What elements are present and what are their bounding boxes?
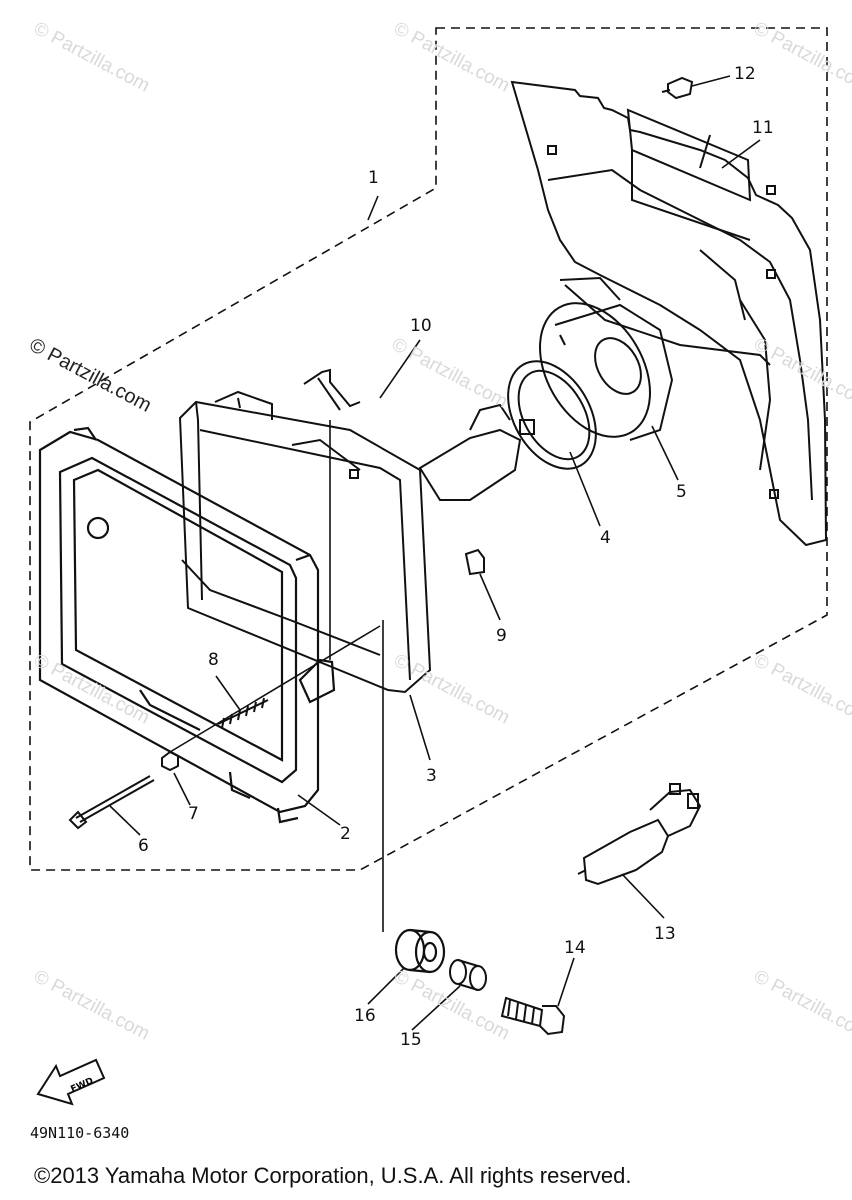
- callout-14: 14: [564, 938, 586, 958]
- leader-10: [379, 339, 421, 399]
- callout-4: 4: [600, 528, 611, 548]
- spring-clip-part-10: [303, 368, 361, 411]
- leader-14: [557, 957, 575, 1007]
- leader-12: [691, 75, 731, 87]
- callout-7: 7: [188, 804, 199, 824]
- leader-3: [409, 694, 431, 761]
- leader-15: [411, 985, 461, 1031]
- leader-9: [479, 573, 501, 621]
- leader-11: [721, 139, 761, 169]
- callout-10: 10: [410, 316, 432, 336]
- forward-arrow: FWD: [36, 1058, 106, 1106]
- leader-rim-axis: [169, 625, 381, 753]
- headlight-unit-part-3: [178, 390, 432, 694]
- leader-16: [367, 967, 405, 1005]
- callout-5: 5: [676, 482, 687, 502]
- installed-bulb: [418, 403, 535, 501]
- callout-13: 13: [654, 924, 676, 944]
- leader-8: [215, 675, 241, 711]
- leader-1: [367, 195, 379, 221]
- screw-part-6: [68, 775, 155, 830]
- callout-9: 9: [496, 626, 507, 646]
- callout-16: 16: [354, 1006, 376, 1026]
- leader-13: [621, 873, 665, 919]
- headlight-stay-bracket: [510, 80, 828, 547]
- leader-6: [109, 805, 141, 836]
- cover-plate-part-11: [626, 108, 752, 241]
- copyright-notice: ©2013 Yamaha Motor Corporation, U.S.A. A…: [34, 1163, 632, 1188]
- collar-part-15: [449, 959, 487, 991]
- diagram-code: 49N110-6340: [30, 1124, 130, 1142]
- callout-12: 12: [734, 64, 756, 84]
- leader-2: [297, 794, 341, 826]
- callout-6: 6: [138, 836, 149, 856]
- assembly-boundary: [29, 27, 828, 871]
- grommet-part-16: [394, 928, 446, 974]
- leader-5: [651, 425, 679, 481]
- headlight-rim-part-2: [38, 426, 336, 824]
- callout-3: 3: [426, 766, 437, 786]
- callout-11: 11: [752, 118, 774, 138]
- screw-part-12: [661, 76, 694, 100]
- bulb-part-13: [577, 783, 702, 886]
- callout-2: 2: [340, 824, 351, 844]
- cushion-part-9: [464, 548, 485, 576]
- leader-4: [569, 451, 601, 527]
- leader-lines: [109, 75, 761, 1031]
- callout-1: 1: [368, 168, 379, 188]
- bulb-retainer-ring-part-4: [507, 360, 597, 470]
- leader-7: [173, 772, 191, 806]
- bolt-part-14: [500, 996, 566, 1036]
- callout-15: 15: [400, 1030, 422, 1050]
- callout-8: 8: [208, 650, 219, 670]
- nut-part-7: [161, 750, 179, 772]
- adjusting-screw-part-8: [217, 697, 269, 729]
